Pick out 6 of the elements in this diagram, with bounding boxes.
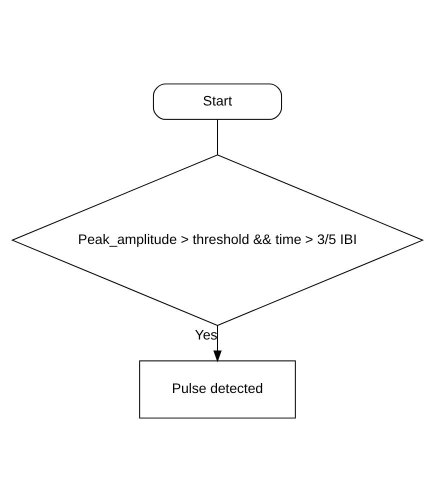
edge-label: Yes (194, 328, 218, 343)
connector (217, 119, 218, 156)
node-box: Pulse detected (139, 360, 296, 419)
node-box: Start (152, 83, 282, 120)
arrow (213, 325, 222, 362)
node-diamond: Peak_amplitude > threshold && time > 3/5 IBI (11, 154, 424, 326)
